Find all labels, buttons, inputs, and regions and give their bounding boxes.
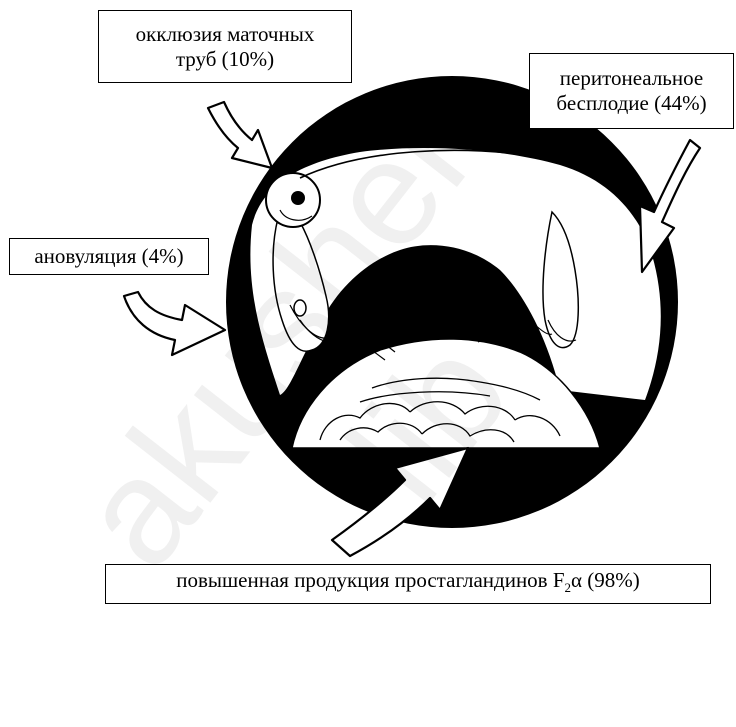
prostaglandin-text: повышенная продукция простагландинов F2α…	[176, 568, 640, 600]
label-anovulation: ановуляция (4%)	[9, 238, 209, 275]
label-prostaglandin: повышенная продукция простагландинов F2α…	[105, 564, 711, 604]
tubal-occlusion-line1: окклюзия маточных	[136, 22, 315, 47]
label-peritoneal-infertility: перитонеальное бесплодие (44%)	[529, 53, 734, 129]
tubal-occlusion-line2: труб (10%)	[176, 47, 274, 72]
prostaglandin-suffix: α (98%)	[571, 568, 640, 592]
diagram-canvas: akusher-lib окклюзия маточных труб (10%)…	[0, 0, 736, 607]
peritoneal-line2: бесплодие (44%)	[556, 91, 706, 116]
peritoneal-line1: перитонеальное	[560, 66, 703, 91]
anovulation-text: ановуляция (4%)	[34, 244, 183, 269]
left-ovary	[294, 300, 306, 316]
prostaglandin-prefix: повышенная продукция простагландинов F	[176, 568, 564, 592]
arrow-anovulation-icon	[124, 292, 225, 355]
label-tubal-occlusion: окклюзия маточных труб (10%)	[98, 10, 352, 83]
arrow-occlusion-icon	[208, 102, 272, 168]
